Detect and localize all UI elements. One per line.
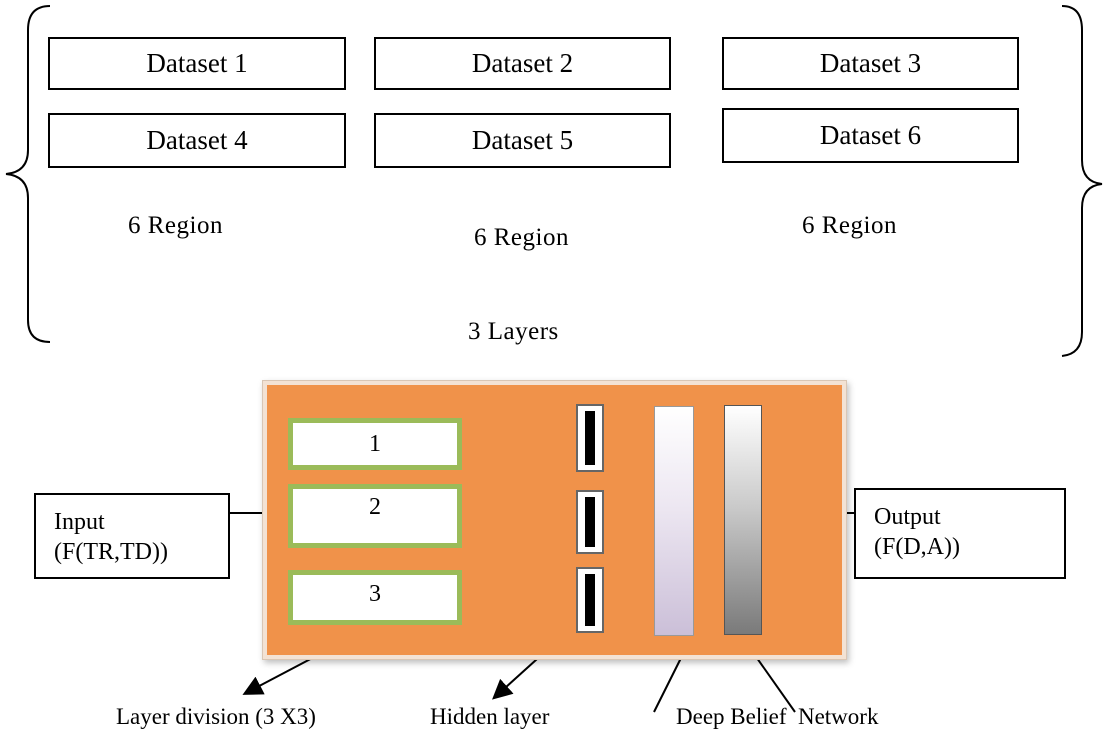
hidden-unit-2 [576, 490, 604, 554]
layer-3-box: 3 [288, 570, 462, 625]
right-brace [1061, 5, 1103, 357]
output-box: Output (F(D,A)) [854, 488, 1066, 579]
dataset-6-label: Dataset 6 [819, 120, 922, 150]
region-label-2: 6 Region [474, 224, 569, 251]
dataset-1-box: Dataset 1 [48, 37, 346, 90]
dataset-3-box: Dataset 3 [722, 37, 1019, 90]
dataset-2-label: Dataset 2 [471, 48, 574, 78]
dataset-5-label: Dataset 5 [471, 125, 574, 155]
layer-3-label: 3 [369, 581, 381, 607]
output-function: (F(D,A)) [874, 534, 960, 560]
left-brace [5, 5, 51, 343]
dataset-6-box: Dataset 6 [722, 108, 1019, 163]
hidden-unit-3 [576, 567, 604, 633]
layer-1-box: 1 [288, 418, 462, 470]
layers-label: 3 Layers [468, 318, 559, 345]
layer-division-caption: Layer division (3 X3) [116, 704, 316, 729]
region-label-3: 6 Region [802, 212, 897, 239]
dataset-3-label: Dataset 3 [819, 48, 922, 78]
region-label-1: 6 Region [128, 212, 223, 239]
input-function: (F(TR,TD)) [54, 539, 168, 565]
dataset-2-box: Dataset 2 [374, 37, 671, 90]
hidden-unit-1 [576, 404, 604, 472]
layer-2-box: 2 [288, 484, 462, 548]
dbn-column-2 [724, 405, 762, 635]
input-box: Input (F(TR,TD)) [34, 493, 230, 579]
layer-2-label: 2 [369, 493, 381, 520]
dataset-1-label: Dataset 1 [146, 48, 248, 78]
dbn-column-1 [654, 406, 694, 636]
dbn-caption: Deep Belief Network [676, 704, 879, 729]
output-title: Output [874, 504, 941, 530]
hidden-layer-caption: Hidden layer [430, 704, 550, 729]
input-title: Input [54, 509, 105, 535]
dataset-4-label: Dataset 4 [146, 125, 248, 155]
layer-1-label: 1 [369, 430, 381, 457]
dataset-4-box: Dataset 4 [48, 113, 346, 168]
dataset-5-box: Dataset 5 [374, 113, 671, 168]
